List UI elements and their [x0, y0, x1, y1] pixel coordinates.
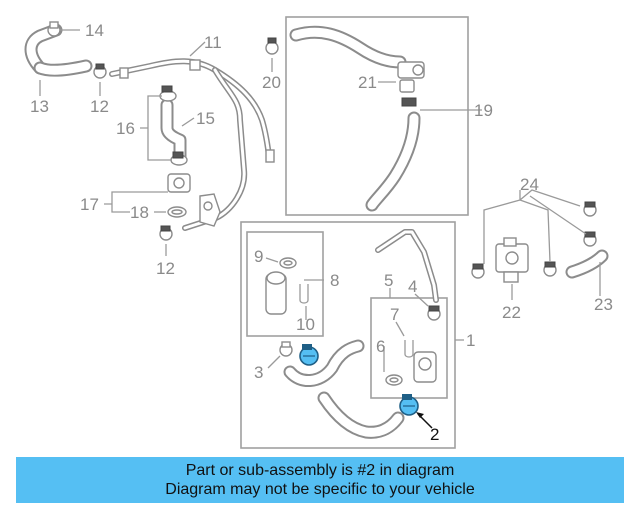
- label-9: 9: [254, 247, 263, 266]
- flange-8[interactable]: [265, 271, 287, 315]
- label-15: 15: [196, 109, 215, 128]
- flange-5[interactable]: [413, 351, 437, 383]
- label-16: 16: [116, 119, 135, 138]
- clamp-24-middle[interactable]: [543, 261, 557, 277]
- pipe-11[interactable]: [109, 58, 275, 231]
- group-box-1: [240, 221, 456, 449]
- clamp-24-left[interactable]: [471, 263, 485, 279]
- label-19: 19: [474, 101, 493, 120]
- label-10: 10: [296, 315, 315, 334]
- label-13: 13: [30, 97, 49, 116]
- hose-upper-1[interactable]: [283, 339, 365, 387]
- clip-7[interactable]: [404, 340, 414, 358]
- clamp-24-right-top[interactable]: [583, 201, 597, 217]
- label-5: 5: [384, 271, 393, 290]
- label-12-top: 12: [90, 97, 109, 116]
- label-14: 14: [85, 21, 104, 40]
- seal-9[interactable]: [279, 257, 297, 269]
- seal-6[interactable]: [385, 374, 403, 386]
- clamp-16-top[interactable]: [159, 85, 177, 102]
- label-20: 20: [262, 73, 281, 92]
- label-22: 22: [502, 303, 521, 322]
- valve-22[interactable]: [495, 237, 529, 283]
- clamp-16-bottom[interactable]: [170, 151, 188, 166]
- hose-lower-1[interactable]: [317, 391, 405, 439]
- label-3: 3: [254, 363, 263, 382]
- label-21: 21: [358, 73, 377, 92]
- label-17: 17: [80, 195, 99, 214]
- group-box-8: [246, 231, 324, 337]
- clamp-20[interactable]: [265, 37, 279, 55]
- fitting-21[interactable]: [397, 61, 425, 93]
- clamp-12-bottom[interactable]: [159, 225, 173, 241]
- label-1: 1: [466, 331, 475, 350]
- info-banner: Part or sub-assembly is #2 in diagram Di…: [16, 457, 624, 503]
- clamp-2-upper[interactable]: [299, 344, 319, 366]
- leader-lines: [39, 29, 601, 429]
- label-23: 23: [594, 295, 613, 314]
- clamp-12-top[interactable]: [93, 63, 107, 79]
- group-box-19: [285, 16, 469, 216]
- clamp-14[interactable]: [47, 21, 61, 37]
- banner-line-part-info: Part or sub-assembly is #2 in diagram: [185, 462, 455, 479]
- seal-18[interactable]: [167, 206, 187, 218]
- parts-diagram: 14 13 12 11 16 15 17 18 12 20 21 19 24 2…: [24, 16, 613, 449]
- thermostat-housing[interactable]: [199, 193, 221, 227]
- clamp-2-lower[interactable]: [399, 394, 419, 416]
- label-12-bottom: 12: [156, 259, 175, 278]
- label-6: 6: [376, 337, 385, 356]
- clip-10[interactable]: [299, 284, 309, 304]
- clamp-24-right-bottom[interactable]: [583, 231, 597, 247]
- label-24: 24: [520, 175, 539, 194]
- pipe-4[interactable]: [375, 229, 439, 303]
- hose-15[interactable]: [160, 98, 187, 165]
- clamp-4[interactable]: [427, 305, 441, 321]
- label-11: 11: [204, 33, 222, 52]
- hose-13[interactable]: [24, 23, 93, 77]
- label-7: 7: [390, 305, 399, 324]
- housing-17[interactable]: [167, 173, 191, 193]
- label-2: 2: [430, 425, 439, 444]
- hose-23[interactable]: [565, 249, 609, 279]
- banner-line-disclaimer: Diagram may not be specific to your vehi…: [165, 481, 475, 498]
- label-4: 4: [408, 277, 417, 296]
- clamp-3[interactable]: [279, 341, 293, 357]
- hose-19[interactable]: [289, 25, 421, 212]
- label-18: 18: [130, 203, 149, 222]
- clamp-19[interactable]: [401, 97, 417, 107]
- label-8: 8: [330, 271, 339, 290]
